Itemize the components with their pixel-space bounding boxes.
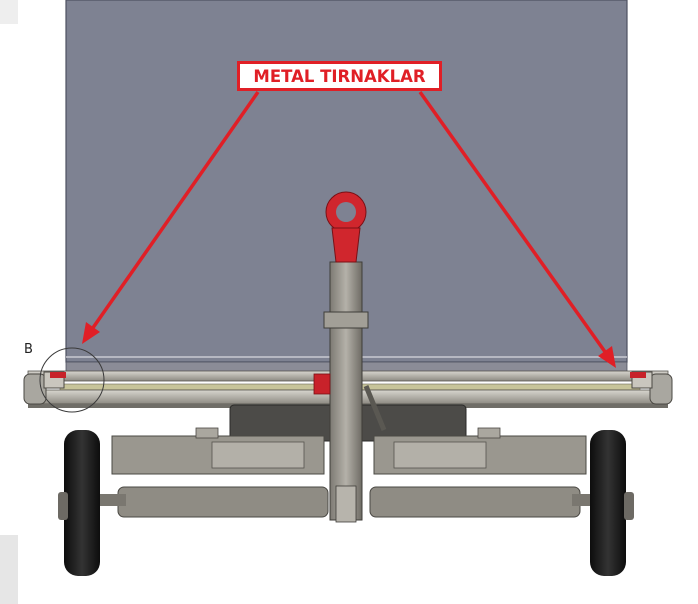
chassis-inner-right (393, 441, 487, 469)
wheel-left (58, 430, 100, 576)
callout-label-metal-claws: METAL TIRNAKLAR (237, 61, 442, 91)
tow-mast-collar (323, 311, 369, 329)
axle-beam-right (369, 486, 581, 518)
callout-arrow-left (82, 90, 260, 344)
bracket-left (195, 427, 219, 439)
wheel-right (590, 430, 634, 576)
detail-label-b: B (24, 342, 33, 357)
tow-mast (329, 261, 363, 521)
red-lock-block (313, 373, 331, 395)
detail-circle-b (39, 347, 105, 413)
mast-foot (335, 485, 357, 523)
bracket-right (477, 427, 501, 439)
axle-shaft-left (96, 494, 126, 506)
background-strip-left (0, 0, 18, 24)
chassis-inner-left (211, 441, 305, 469)
mast-lever (363, 385, 387, 431)
metal-claw-right (630, 371, 673, 405)
callout-arrow-right (418, 90, 616, 368)
background-strip-left-bottom (0, 535, 18, 604)
axle-beam-left (117, 486, 329, 518)
tow-eye (325, 191, 367, 263)
